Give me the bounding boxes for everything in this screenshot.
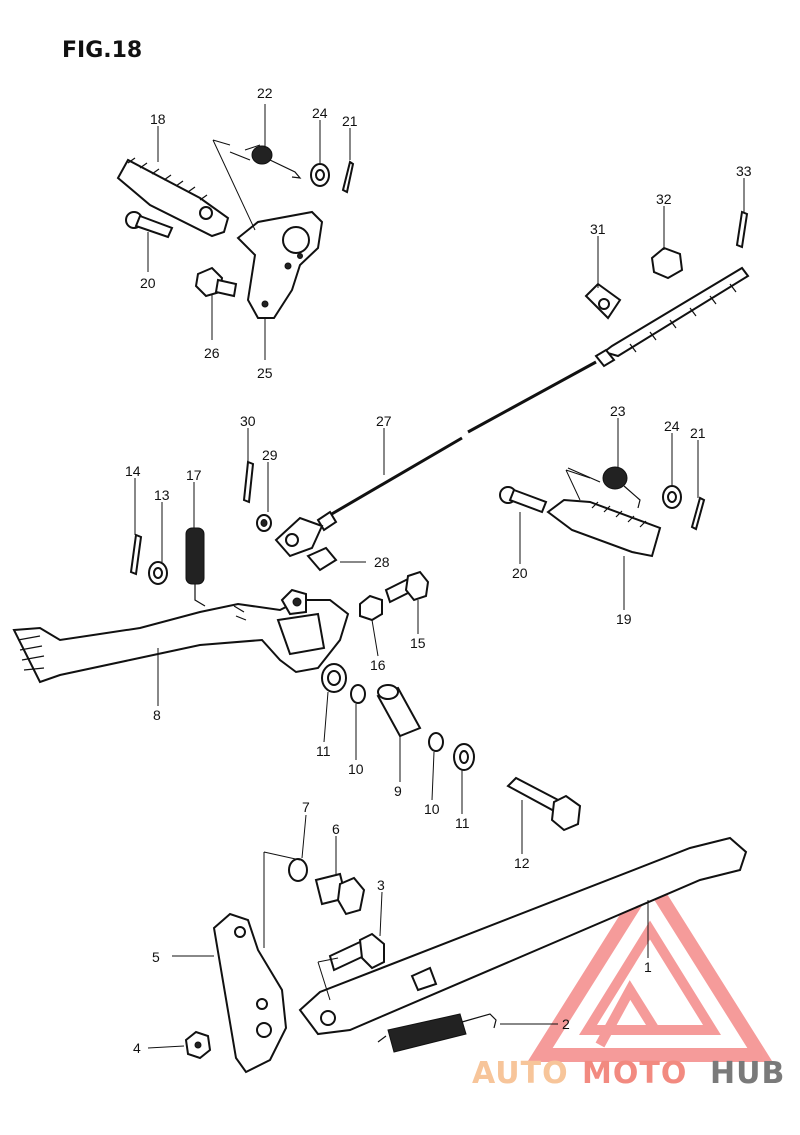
assembly-guide-upper (212, 139, 261, 231)
part-29-washer (256, 514, 272, 532)
part-18-footrest (116, 157, 230, 238)
assembly-guide-lower-right (565, 469, 591, 501)
label-28: 28 (374, 554, 390, 570)
part-6-bolt (314, 872, 366, 916)
part-31-cable-joint (584, 282, 622, 320)
label-15: 15 (410, 635, 426, 651)
label-26: 26 (204, 345, 220, 361)
part-7-clip (288, 858, 308, 882)
part-10-ring-left (350, 684, 366, 704)
label-11-right: 11 (455, 815, 470, 831)
assembly-guide-lower-left (263, 851, 339, 1001)
part-23-spring-lower (567, 466, 641, 509)
label-18: 18 (150, 111, 166, 127)
label-20-upper: 20 (140, 275, 156, 291)
watermark-word-hub: HUB (710, 1056, 785, 1091)
label-22: 22 (257, 85, 273, 101)
part-4-nut (184, 1030, 212, 1060)
part-21-cotter-pin-lower (690, 496, 706, 531)
label-6: 6 (332, 821, 340, 837)
label-9: 9 (394, 783, 402, 799)
part-28-clevis-pin (306, 546, 338, 572)
part-3-bolt (328, 932, 385, 972)
part-25-bracket (236, 210, 324, 319)
part-26-bolt (194, 266, 238, 298)
part-9-bushing (376, 684, 422, 738)
part-32-adjuster-nut (650, 246, 684, 280)
label-24-lower: 24 (664, 418, 680, 434)
label-4: 4 (133, 1040, 141, 1056)
part-21-cotter-pin-upper (341, 160, 355, 194)
watermark-triangle-outer (527, 866, 773, 1062)
label-17: 17 (186, 467, 202, 483)
label-27: 27 (376, 413, 392, 429)
watermark-word-moto: MOTO (582, 1056, 687, 1091)
watermark-m-shape (595, 980, 660, 1048)
figure-title: FIG.18 (62, 38, 142, 63)
part-24-washer-upper (310, 163, 330, 187)
part-5-stand-bracket (212, 912, 288, 1074)
part-17-return-spring (185, 527, 206, 607)
label-8: 8 (153, 707, 161, 723)
label-33: 33 (736, 163, 752, 179)
label-23: 23 (610, 403, 626, 419)
part-14-cotter-pin (129, 533, 143, 576)
part-19-footrest (546, 498, 662, 558)
part-30-cotter-pin (242, 460, 255, 504)
label-2: 2 (562, 1016, 570, 1032)
part-15-bolt (384, 570, 430, 604)
label-14: 14 (125, 463, 141, 479)
part-12-pivot-bolt (506, 776, 582, 832)
label-7: 7 (302, 799, 310, 815)
part-16-nut (359, 594, 383, 622)
label-25: 25 (257, 365, 273, 381)
part-22-spring-upper (229, 145, 302, 179)
label-19: 19 (616, 611, 632, 627)
label-16: 16 (370, 657, 386, 673)
part-27-brake-cable (274, 266, 750, 558)
part-20-pin-lower (499, 486, 548, 514)
label-11-left: 11 (316, 743, 331, 759)
label-10-right: 10 (424, 801, 440, 817)
watermark-logo (527, 866, 773, 1062)
watermark-text: AUTO MOTO HUB (472, 1056, 785, 1091)
part-2-stand-spring (377, 1013, 497, 1053)
part-24-washer-lower (662, 485, 682, 509)
label-31: 31 (590, 221, 606, 237)
part-13-washer (148, 561, 168, 585)
part-1-side-stand (298, 836, 748, 1036)
label-13: 13 (154, 487, 170, 503)
part-11-washer-right (453, 743, 475, 771)
label-20-lower: 20 (512, 565, 528, 581)
label-21-upper: 21 (342, 113, 358, 129)
part-8-brake-pedal (12, 588, 350, 684)
label-3: 3 (377, 877, 385, 893)
label-21-lower: 21 (690, 425, 706, 441)
part-number-labels: 22 18 24 21 20 26 25 33 32 31 27 30 29 1… (125, 85, 752, 1056)
leader-lines (134, 104, 745, 1049)
label-24-upper: 24 (312, 105, 328, 121)
part-20-pin-upper (125, 211, 174, 239)
label-29: 29 (262, 447, 278, 463)
part-33-cotter-pin (735, 210, 749, 249)
label-12: 12 (514, 855, 530, 871)
label-32: 32 (656, 191, 672, 207)
label-1: 1 (644, 959, 652, 975)
part-11-washer-left (321, 663, 347, 693)
label-5: 5 (152, 949, 160, 965)
watermark-word-auto: AUTO (472, 1056, 569, 1091)
part-10-ring-right (428, 732, 444, 752)
label-10-left: 10 (348, 761, 364, 777)
label-30: 30 (240, 413, 256, 429)
